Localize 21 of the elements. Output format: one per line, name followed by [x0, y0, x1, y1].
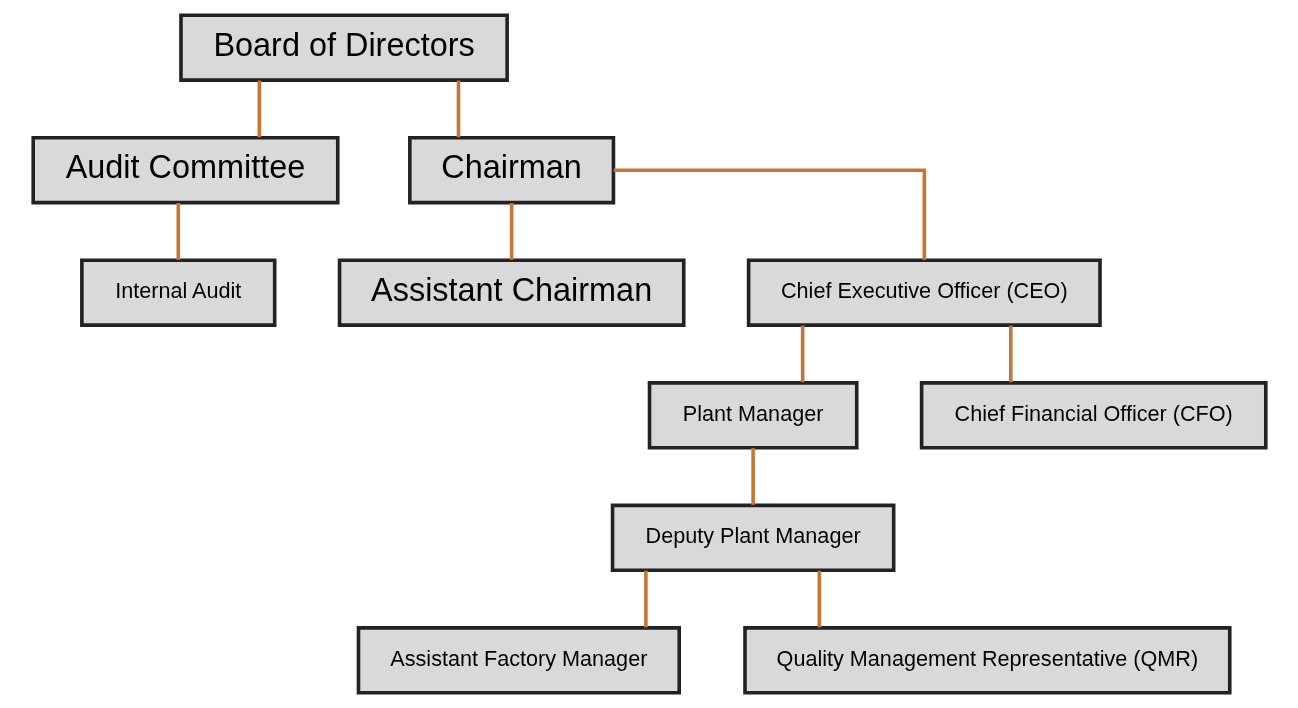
connector [1008, 325, 1013, 383]
node-box: Internal Audit [79, 258, 276, 327]
connector [643, 570, 648, 628]
node-box: Deputy Plant Manager [610, 503, 895, 573]
node-box: Assistant Chairman [337, 258, 686, 327]
connector [800, 325, 804, 383]
connector [750, 448, 755, 505]
connector [613, 168, 926, 260]
node-box: Quality Management Representative (QMR) [742, 626, 1232, 695]
node-box: Board of Directors [178, 13, 509, 82]
connector [509, 203, 513, 260]
node-box: Chairman [407, 135, 615, 205]
node-box: Plant Manager [647, 381, 859, 450]
node-box: Chief Executive Officer (CEO) [746, 258, 1102, 327]
connector [456, 80, 460, 138]
node-box: Chief Financial Officer (CFO) [919, 381, 1268, 450]
connector [257, 80, 261, 138]
node-box: Audit Committee [30, 135, 340, 205]
connector [175, 203, 180, 260]
node-box: Assistant Factory Manager [356, 626, 681, 695]
connector [817, 570, 821, 628]
